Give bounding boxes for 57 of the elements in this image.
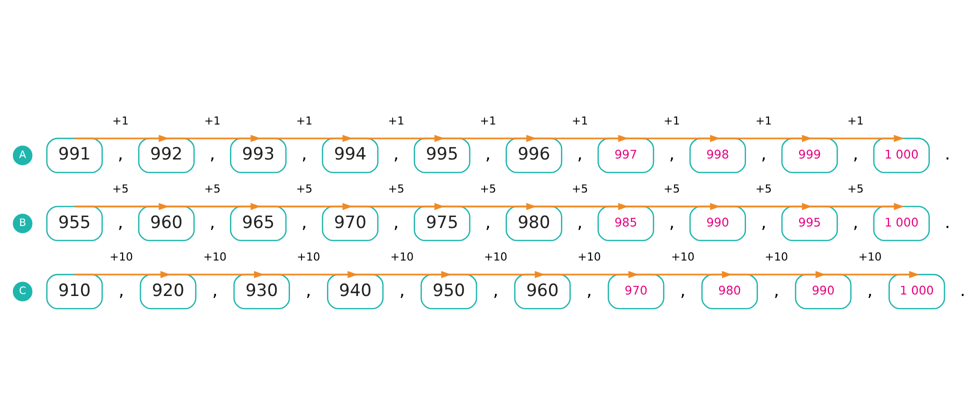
edge-label: +1 bbox=[572, 114, 588, 128]
label: , bbox=[680, 280, 686, 301]
label: , bbox=[485, 144, 491, 165]
label: , bbox=[577, 144, 583, 165]
label: , bbox=[760, 212, 766, 233]
label: , bbox=[210, 144, 216, 165]
label: , bbox=[760, 144, 766, 165]
edge-label: +5 bbox=[296, 182, 312, 196]
label: , bbox=[302, 144, 307, 165]
label: , bbox=[212, 280, 218, 301]
label: . bbox=[944, 144, 950, 165]
label: , bbox=[393, 144, 399, 165]
edge-label: +10 bbox=[390, 250, 414, 264]
edge-label: +10 bbox=[764, 250, 788, 264]
label: , bbox=[867, 280, 873, 301]
edge-label: +1 bbox=[480, 114, 496, 128]
label: , bbox=[492, 280, 498, 301]
edge-label: +5 bbox=[664, 182, 680, 196]
label: , bbox=[586, 280, 592, 301]
edge-label: +1 bbox=[204, 114, 220, 128]
label: , bbox=[669, 144, 674, 165]
label: , bbox=[852, 144, 858, 165]
label: , bbox=[118, 144, 124, 165]
label: , bbox=[302, 212, 307, 233]
edge-label: +1 bbox=[388, 114, 404, 128]
edge-label: +5 bbox=[572, 182, 588, 196]
label: . bbox=[944, 212, 950, 233]
label: , bbox=[852, 212, 858, 233]
edge-label: +10 bbox=[296, 250, 320, 264]
edge-label: +10 bbox=[671, 250, 695, 264]
edge-label: +5 bbox=[112, 182, 129, 196]
label: , bbox=[669, 212, 674, 233]
edge-label: +10 bbox=[203, 250, 227, 264]
label: , bbox=[485, 212, 491, 233]
label: , bbox=[577, 212, 583, 233]
edge-label: +10 bbox=[110, 250, 133, 264]
edge-label: +5 bbox=[480, 182, 496, 196]
edge-label: +5 bbox=[847, 182, 864, 196]
label: , bbox=[118, 280, 124, 301]
label: , bbox=[306, 280, 312, 301]
label: , bbox=[774, 280, 780, 301]
label: , bbox=[210, 212, 216, 233]
edge-label: +10 bbox=[858, 250, 882, 264]
edge-label: +1 bbox=[296, 114, 312, 128]
edge-label: +5 bbox=[388, 182, 404, 196]
edge-label: +10 bbox=[484, 250, 508, 264]
edge-label: +10 bbox=[578, 250, 601, 264]
edge-label: +1 bbox=[664, 114, 680, 128]
label: . bbox=[960, 280, 966, 301]
edge-label: +1 bbox=[112, 114, 129, 128]
edge-label: +1 bbox=[756, 114, 772, 128]
edge-label: +5 bbox=[756, 182, 772, 196]
edge-label: +5 bbox=[204, 182, 220, 196]
label: , bbox=[399, 280, 405, 301]
edge-label: +1 bbox=[847, 114, 864, 128]
label: , bbox=[393, 212, 399, 233]
label: , bbox=[118, 212, 124, 233]
